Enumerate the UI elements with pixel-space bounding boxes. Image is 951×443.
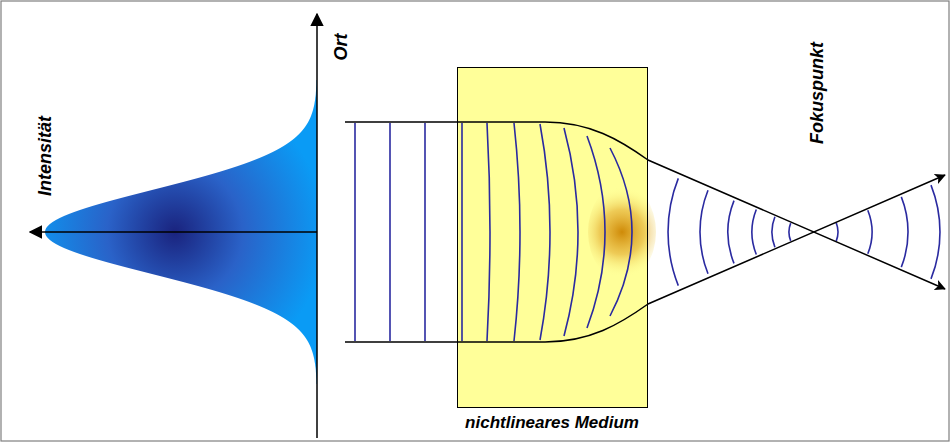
wavefront xyxy=(752,210,756,255)
wavefront xyxy=(901,197,908,267)
wavefront xyxy=(461,123,463,341)
wavefront xyxy=(389,123,391,341)
axis-label: Intensität xyxy=(35,116,55,196)
wavefront xyxy=(668,178,678,285)
wavefront xyxy=(424,123,426,341)
wavefront xyxy=(514,123,520,341)
beam-edge xyxy=(345,122,945,289)
wavefront xyxy=(772,217,775,247)
position-axis xyxy=(316,14,318,438)
wavefront xyxy=(487,123,490,341)
axis-label: Ort xyxy=(331,34,351,61)
wavefront xyxy=(354,123,356,341)
wavefront xyxy=(564,128,578,336)
focus-glow xyxy=(588,184,656,280)
wavefront xyxy=(587,136,605,328)
wavefront xyxy=(700,190,708,274)
wavefront xyxy=(789,223,791,241)
intensity-axis xyxy=(30,231,317,233)
medium-label: nichtlineares Medium xyxy=(465,413,639,433)
beam-edges xyxy=(345,122,945,342)
wavefront xyxy=(728,201,734,264)
medium-box: nichtlineares Medium xyxy=(457,67,648,408)
wavefront xyxy=(868,210,872,254)
wavefront xyxy=(836,223,838,241)
wavefront xyxy=(610,148,632,316)
wavefront xyxy=(540,124,550,340)
wavefront xyxy=(931,185,940,279)
beam-edge xyxy=(345,175,945,342)
focus-label: Fokuspunkt xyxy=(807,42,827,144)
